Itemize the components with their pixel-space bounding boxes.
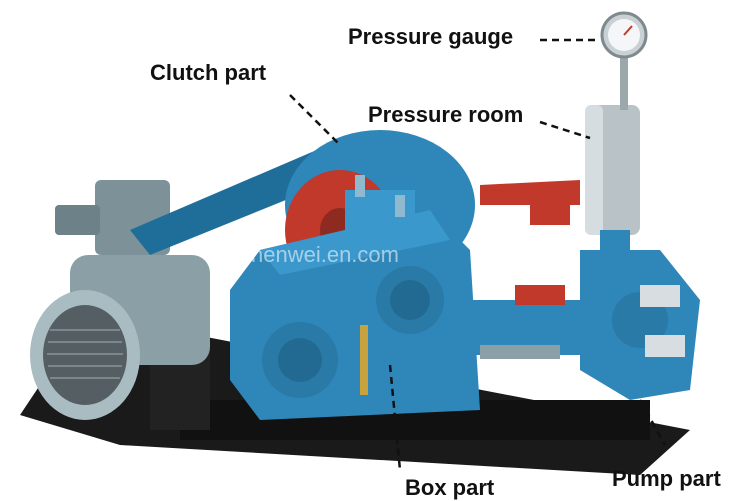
callout-lines	[289, 38, 667, 471]
pump-head	[580, 250, 700, 400]
label-box-part: Box part	[405, 475, 495, 500]
motor	[30, 180, 210, 420]
label-clutch-part: Clutch part	[150, 60, 267, 85]
watermark: cnenwei.en.com	[240, 242, 399, 267]
label-pressure-room: Pressure room	[368, 102, 524, 127]
pressure-room	[480, 105, 640, 255]
label-pressure-gauge: Pressure gauge	[348, 24, 514, 49]
gear-box	[230, 175, 480, 420]
label-pump-part: Pump part	[612, 466, 721, 491]
pressure-gauge	[600, 11, 648, 110]
connecting-rods	[470, 285, 590, 359]
